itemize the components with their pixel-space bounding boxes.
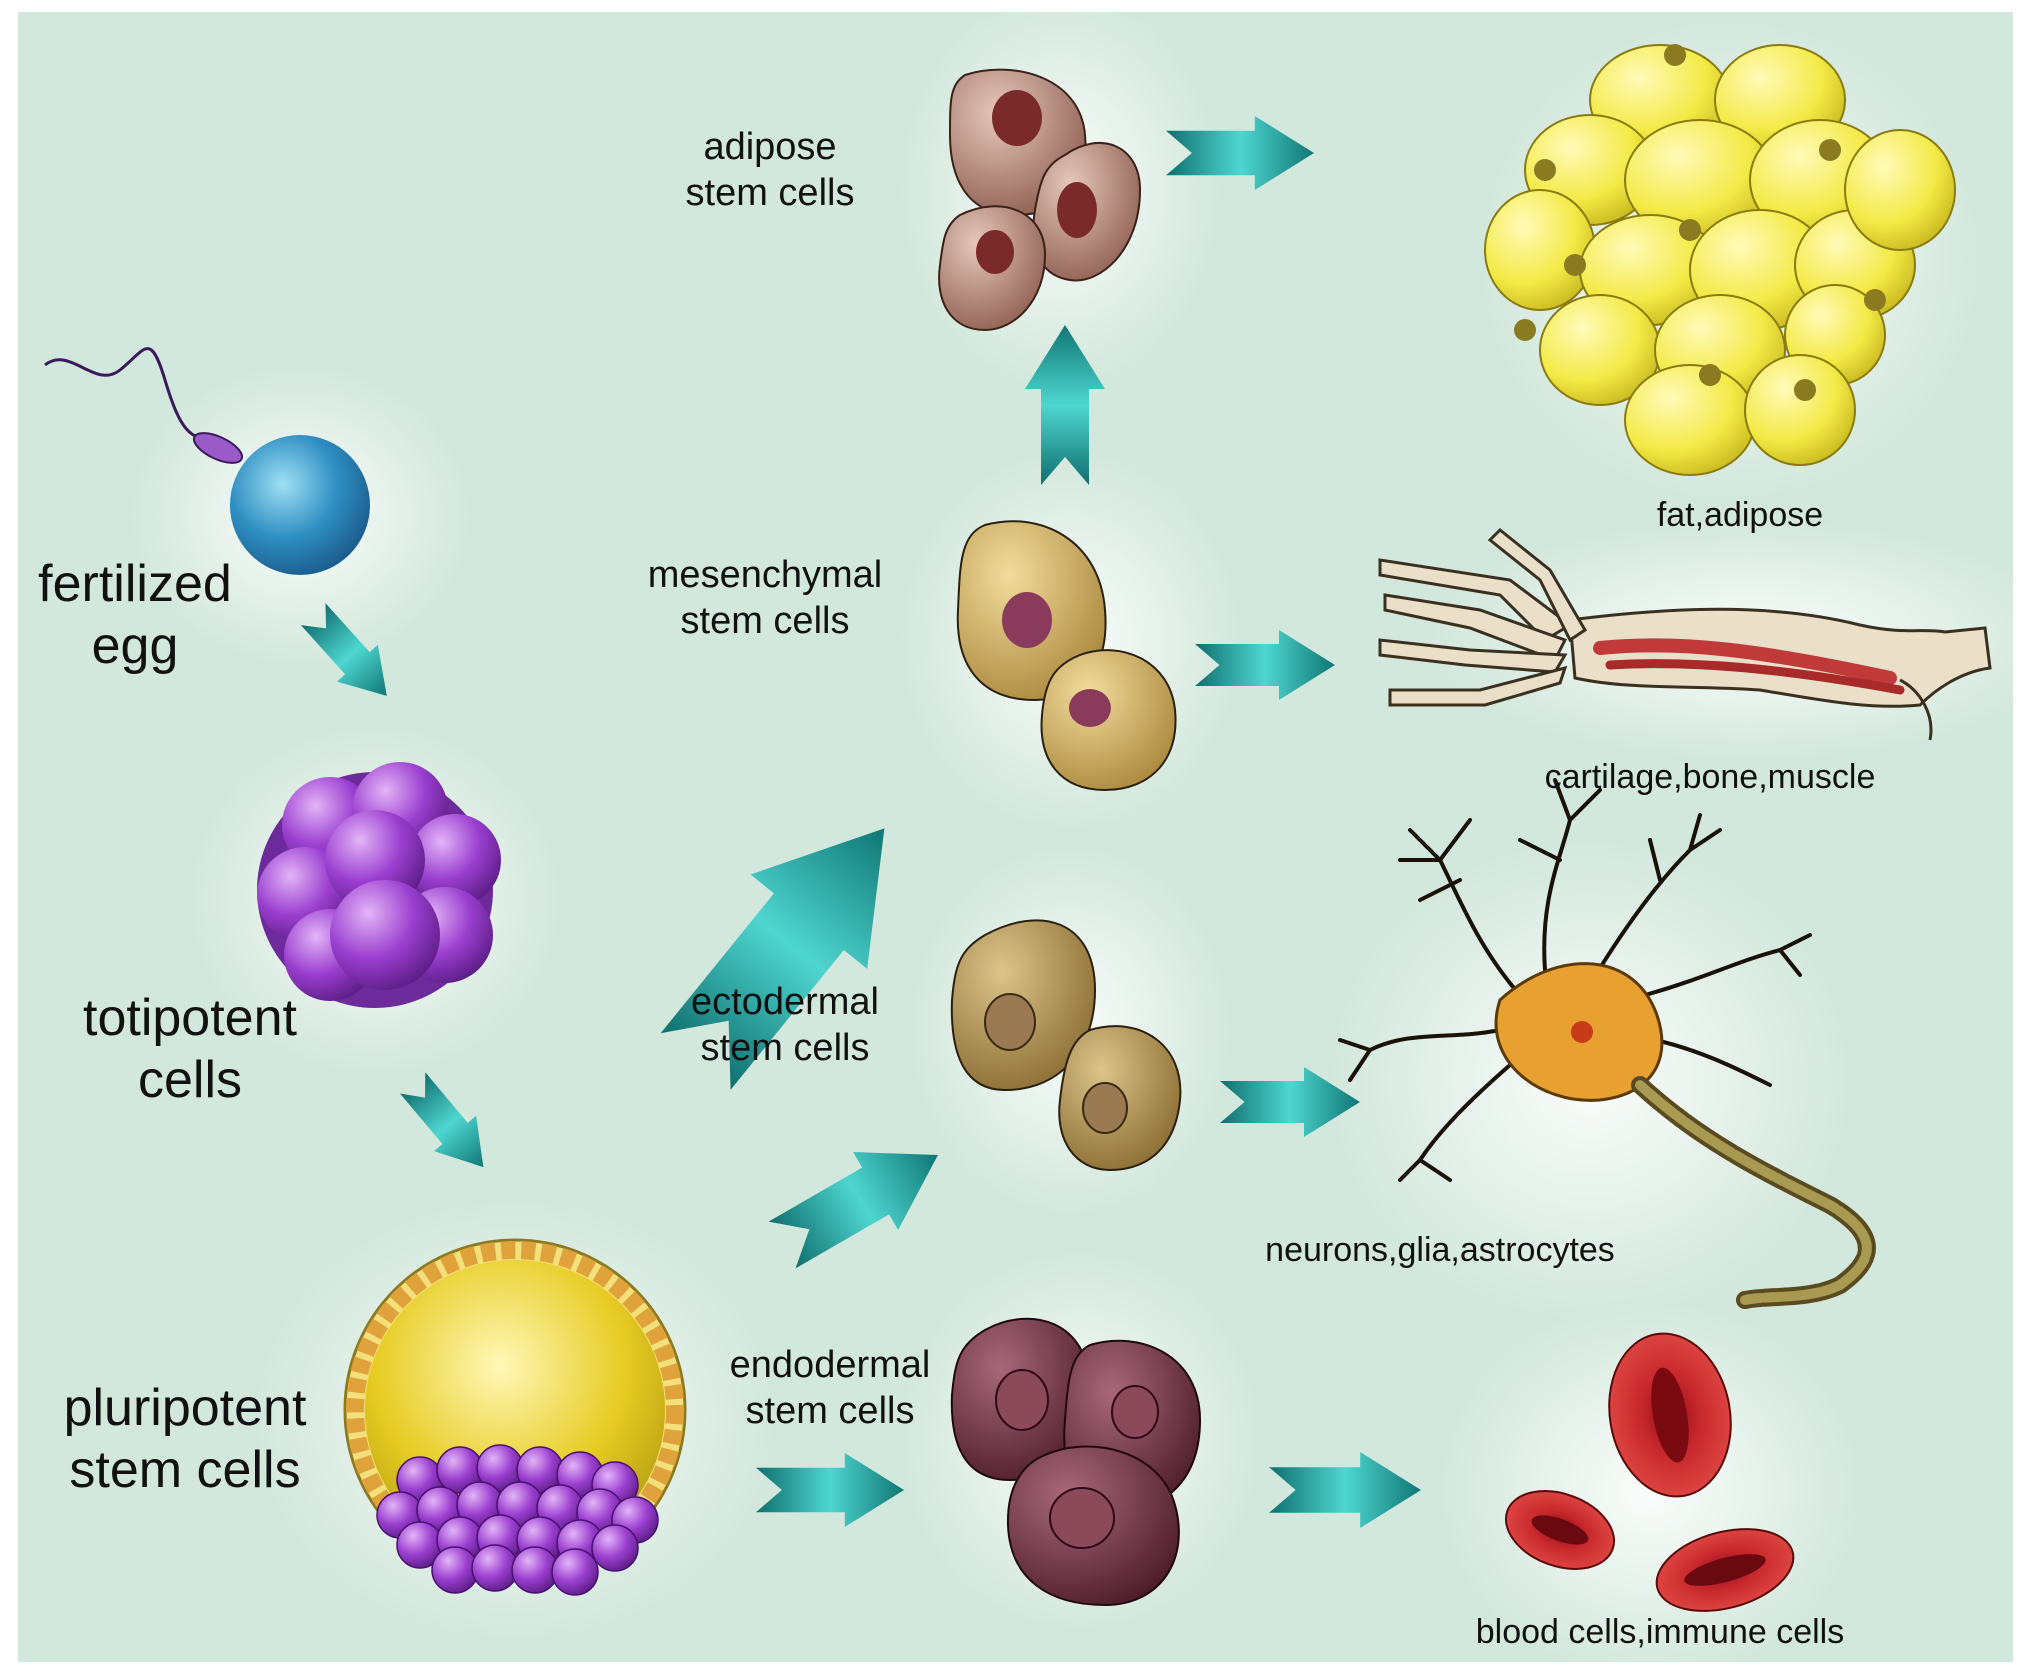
label-mesenchymal-line2: stem cells bbox=[680, 599, 850, 642]
label-pluripotent-line2: stem cells bbox=[69, 1441, 301, 1500]
label-ectodermal-line2: stem cells bbox=[700, 1026, 870, 1069]
fat-adipose-cluster bbox=[1484, 44, 1956, 476]
label-adipose-stem-cells: adipose stem cells bbox=[640, 125, 900, 216]
mesenchymal-stem-cells bbox=[956, 520, 1177, 792]
label-pluripotent-line1: pluripotent bbox=[63, 1379, 307, 1437]
label-cartilage-bone-muscle: cartilage,bone,muscle bbox=[1544, 758, 1876, 796]
label-ectodermal-stem-cells: ectodermal stem cells bbox=[655, 980, 915, 1071]
label-adipose-line2: stem cells bbox=[685, 171, 855, 214]
label-totipotent-line2: cells bbox=[137, 1051, 243, 1110]
label-adipose-line1: adipose bbox=[703, 126, 837, 168]
adipose-stem-cells bbox=[938, 68, 1142, 332]
label-fat-adipose: fat,adipose bbox=[1656, 496, 1824, 534]
fertilized-egg-cell bbox=[230, 435, 370, 575]
endodermal-stem-cells bbox=[950, 1317, 1202, 1607]
label-endodermal-line2: stem cells bbox=[745, 1389, 915, 1432]
sperm-cell bbox=[44, 347, 244, 464]
label-endodermal-line1: endodermal bbox=[729, 1344, 931, 1386]
label-pluripotent: pluripotent stem cells bbox=[30, 1377, 340, 1502]
arm-bone-muscle bbox=[1378, 527, 1992, 741]
label-neurons-glia-astrocytes: neurons,glia,astrocytes bbox=[1265, 1231, 1615, 1269]
blood-cells bbox=[1504, 1332, 1795, 1612]
label-endodermal-stem-cells: endodermal stem cells bbox=[700, 1343, 960, 1434]
neuron-cell bbox=[1338, 778, 1876, 1309]
totipotent-morula bbox=[257, 762, 501, 1008]
label-totipotent-line1: totipotent bbox=[83, 989, 297, 1047]
label-mesenchymal-stem-cells: mesenchymal stem cells bbox=[615, 553, 915, 644]
label-totipotent: totipotent cells bbox=[40, 987, 340, 1112]
label-fertilized-egg: fertilized egg bbox=[15, 553, 255, 678]
label-mesenchymal-line1: mesenchymal bbox=[647, 554, 883, 596]
label-fertilized-egg-line1: fertilized bbox=[38, 555, 232, 613]
label-fertilized-egg-line2: egg bbox=[91, 617, 179, 676]
label-blood-immune-cells: blood cells,immune cells bbox=[1475, 1613, 1845, 1651]
label-ectodermal-line1: ectodermal bbox=[691, 981, 879, 1023]
pluripotent-blastocyst bbox=[343, 1238, 687, 1596]
ectodermal-stem-cells bbox=[950, 919, 1182, 1172]
